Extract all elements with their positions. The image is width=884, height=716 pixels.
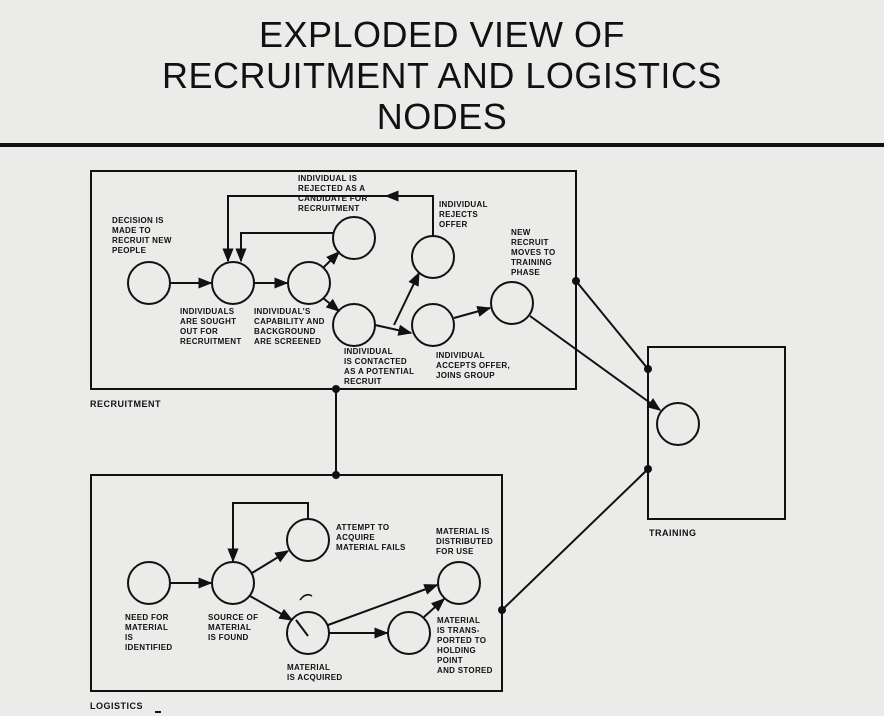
label-screened: INDIVIDUAL'S CAPABILITY AND BACKGROUND A…: [254, 307, 325, 346]
label-source: SOURCE OF MATERIAL IS FOUND: [208, 613, 259, 642]
node-source: [211, 561, 255, 605]
label-transported: MATERIAL IS TRANS- PORTED TO HOLDING POI…: [437, 616, 493, 675]
node-decision: [127, 261, 171, 305]
node-rejects-offer: [411, 235, 455, 279]
node-rejected: [332, 216, 376, 260]
arrow-rejected-sought: [235, 232, 333, 263]
title-line-3: NODES: [376, 96, 508, 137]
node-sought: [211, 261, 255, 305]
label-rejects-offer: INDIVIDUAL REJECTS OFFER: [439, 200, 488, 229]
link-recruitment-training: [575, 280, 649, 370]
stray-mark: [155, 711, 161, 713]
node-acquired: [286, 611, 330, 655]
junction-dot: [572, 277, 580, 285]
arrow-contacted-rejectsoffer: [393, 271, 420, 326]
arrow-contacted-accepts: [374, 324, 413, 336]
label-rejected: INDIVIDUAL IS REJECTED AS A CANDIDATE FO…: [298, 174, 368, 213]
diagram-title: EXPLODED VIEW OF RECRUITMENT AND LOGISTI…: [0, 14, 884, 137]
label-decision: DECISION IS MADE TO RECRUIT NEW PEOPLE: [112, 216, 172, 255]
title-line-2: RECRUITMENT AND LOGISTICS: [162, 55, 722, 96]
node-attempt: [286, 518, 330, 562]
junction-dot: [644, 365, 652, 373]
arrow-source-attempt: [251, 550, 290, 574]
arrow-screened-rejected: [322, 251, 340, 269]
arrow-moves-training: [529, 315, 662, 411]
node-training: [656, 402, 700, 446]
label-contacted: INDIVIDUAL IS CONTACTED AS A POTENTIAL R…: [344, 347, 415, 386]
arrow-screened-contacted: [322, 297, 341, 312]
link-logistics-training: [501, 468, 649, 611]
junction-dot: [498, 606, 506, 614]
arrow-rejectsoffer-rejected: [384, 190, 434, 236]
label-accepts: INDIVIDUAL ACCEPTS OFFER, JOINS GROUP: [436, 351, 510, 380]
label-distributed: MATERIAL IS DISTRIBUTED FOR USE: [436, 527, 494, 556]
junction-dot: [332, 471, 340, 479]
arrow-transported-distributed: [423, 598, 446, 618]
title-line-1: EXPLODED VIEW OF: [258, 14, 626, 55]
node-accepts: [411, 303, 455, 347]
arrow-rejected-loop-sought: [222, 195, 386, 263]
label-attempt: ATTEMPT TO ACQUIRE MATERIAL FAILS: [336, 523, 406, 552]
pen-mark: [299, 593, 313, 601]
node-transported: [387, 611, 431, 655]
junction-dot: [332, 385, 340, 393]
label-moves: NEW RECRUIT MOVES TO TRAINING PHASE: [511, 228, 556, 277]
logistics-box: [90, 474, 503, 692]
arrow-source-acquired: [249, 595, 294, 621]
arrow-accepts-moves: [453, 305, 492, 319]
node-distributed: [437, 561, 481, 605]
arrow-acquired-distributed: [327, 584, 439, 626]
label-sought: INDIVIDUALS ARE SOUGHT OUT FOR RECRUITME…: [180, 307, 242, 346]
section-label-recruitment: RECRUITMENT: [90, 399, 161, 409]
junction-dot: [644, 465, 652, 473]
node-need: [127, 561, 171, 605]
label-acquired: MATERIAL IS ACQUIRED: [287, 663, 343, 682]
node-moves: [490, 281, 534, 325]
section-label-training: TRAINING: [649, 528, 697, 538]
clock-hand: [295, 619, 309, 637]
arrow-attempt-source: [227, 502, 309, 563]
training-box: [647, 346, 786, 520]
label-need: NEED FOR MATERIAL IS IDENTIFIED: [125, 613, 173, 652]
section-label-logistics: LOGISTICS: [90, 701, 144, 711]
title-rule: [0, 143, 884, 147]
